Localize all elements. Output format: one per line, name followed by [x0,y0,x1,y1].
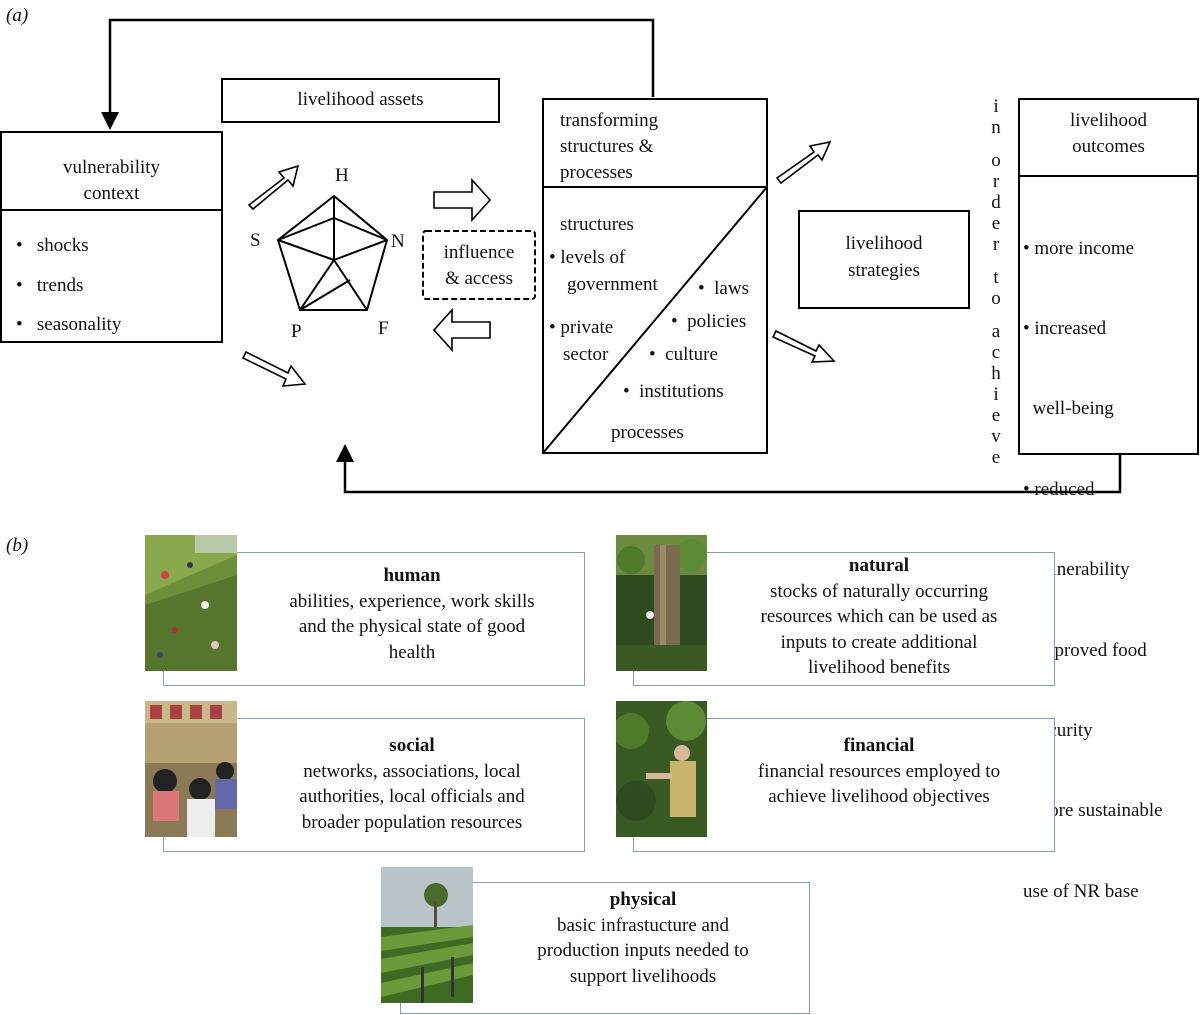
card-line: stocks of naturally occurring [770,580,988,602]
card-line: inputs to create additional [780,631,978,653]
transforming-title-line: structures & [560,136,654,157]
in-order-to-achieve-vertical: i n o r d e r t o a c h i e v e [991,96,1001,468]
strategies-box [798,210,970,309]
outcome-line: • increased [1023,317,1107,339]
card-title: human [383,565,441,586]
outcomes-box [1018,98,1199,455]
vulnerability-title-line-2: context [83,183,140,204]
transforming-title-line: processes [560,162,633,183]
outcome-line: • reduced [1023,478,1095,500]
card-line: livelihood benefits [808,657,950,678]
card-title: social [389,735,435,756]
strategies-text: livelihood strategies [799,230,969,284]
asset-label-natural: N [391,231,405,252]
levels-of-government: • levels of government [549,247,658,295]
arrow-outline-upright-1 [247,164,300,211]
outcome-line: well-being [1023,398,1114,420]
asset-label-human: H [335,165,349,186]
influence-line-2: & access [444,268,514,289]
arrow-outline-left [432,307,491,353]
photo-natural [616,535,707,671]
strategies-line-1: livelihood [845,233,923,254]
card-line: support livelihoods [569,965,717,987]
culture-item: • culture [649,344,718,365]
arrow-outline-downright-2 [771,329,836,363]
influence-box [422,230,536,300]
card-line: and the physical state of good [298,616,526,637]
card-line: broader population resources [301,811,523,833]
outcome-line: vulnerability [1023,559,1130,581]
vulnerability-item: • seasonality [16,314,122,335]
card-line: health [388,641,436,663]
vulnerability-title: vulnerability context [1,155,222,207]
vulnerability-item: • trends [16,274,84,296]
assets-title: livelihood assets [297,89,424,110]
framework-diagram-lines [0,18,1199,494]
photo-physical [381,867,473,1003]
vulnerability-box [0,131,223,343]
policies-item: • policies [671,311,747,332]
influence-text: influence & access [423,240,535,292]
outcome-line: • more income [1023,237,1135,259]
card-line: financial resources employed to [757,760,1001,782]
card-line: resources which can be used as [760,606,998,627]
transforming-title-line: transforming [560,110,659,131]
transforming-box [542,98,768,454]
asset-pentagon [276,194,389,311]
processes-label: processes [611,422,684,443]
vulnerability-item: • shocks [16,235,89,256]
card-line: authorities, local officials and [299,786,525,807]
panel-b-label: (b) [6,535,29,556]
vulnerability-title-line-1: vulnerability [62,157,161,178]
laws-item: • laws [698,278,749,299]
asset-label-physical: P [291,321,302,342]
feedback-arrow-top [108,18,655,112]
transforming-title: transforming structures & processes [560,108,658,186]
card-title: financial [843,735,915,756]
feedback-arrow-bottom [343,455,1122,494]
panel-a-label: (a) [6,5,29,26]
photo-human [145,535,237,671]
arrow-outline-right [433,177,492,223]
card-line: achieve livelihood objectives [768,786,990,807]
strategies-line-2: strategies [848,260,920,281]
card-line: production inputs needed to [537,940,749,961]
structures-label: structures [560,214,634,235]
card-title: natural [848,555,910,576]
vulnerability-list: • shocks • trends • seasonality [16,226,121,345]
asset-label-social: S [250,230,261,251]
asset-label-financial: F [378,318,389,339]
card-line: abilities, experience, work skills [289,590,535,612]
influence-line-1: influence [443,242,515,263]
feedback-arrow-top-head [101,112,119,130]
arrow-outline-upright-2 [775,140,832,185]
arrow-outline-downright-1 [241,350,307,387]
institutions-item: • institutions [623,381,724,402]
card-title: physical [609,889,677,910]
feedback-arrow-bottom-head [336,444,354,462]
outcomes-title: livelihood outcomes [1019,108,1198,160]
photo-financial [616,701,707,837]
outcomes-title-line: outcomes [1072,136,1145,157]
card-line: networks, associations, local [303,760,521,782]
private-sector: • private sector [549,317,614,365]
card-line: basic infrastucture and [557,914,729,936]
photo-social [145,701,237,837]
card-physical: physical basic infrastucture and product… [400,882,810,1014]
assets-box [221,78,500,123]
outcomes-title-line: livelihood [1069,110,1148,131]
outcome-line: use of NR base [1023,880,1139,902]
